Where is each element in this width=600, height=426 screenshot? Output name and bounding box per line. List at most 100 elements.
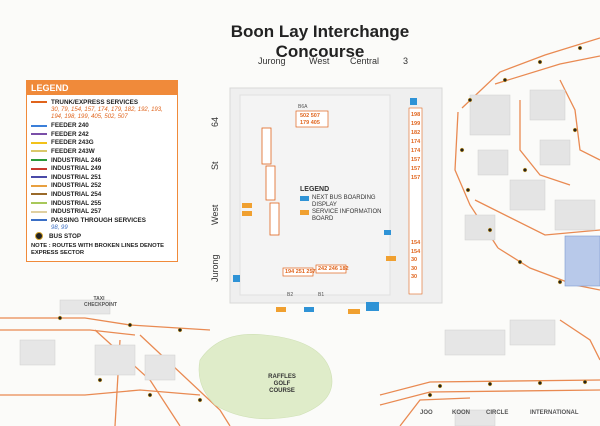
bus-stop-marker [537,380,543,386]
legend-label: FEEDER 240 [51,122,89,130]
berth-route-label: 157 [411,157,421,163]
berth-label-b6a: B6A [298,104,308,110]
legend-swatch [31,124,47,127]
road-label-international: INTERNATIONAL [530,410,579,416]
legend-item: FEEDER 242 [31,130,173,139]
street-label-left-3: St [210,161,220,170]
legend-swatch [31,202,47,205]
street-label-left-2: West [210,204,220,225]
berth-route-label: 154 [411,240,421,246]
next-bus-display [410,98,417,105]
bus-stop-marker [577,45,583,51]
bus-stop-marker [177,327,183,333]
bus-stop-marker [522,167,528,173]
legend-label: INDUSTRIAL 254 [51,190,102,198]
berth-route-label: 30 [411,274,418,280]
legend-label: INDUSTRIAL 252 [51,182,102,190]
concourse-legend-header: LEGEND [300,186,330,193]
roads-northeast [454,37,600,291]
bus-stop-marker [127,322,133,328]
berth-routes-b6a-bottom: 179 405 [300,120,320,126]
legend-item: FEEDER 243G [31,139,173,148]
legend-item: INDUSTRIAL 251 [31,173,173,182]
legend-note: NOTE : ROUTES WITH BROKEN LINES DENOTE E… [31,242,165,256]
berth-route-label: 30 [411,265,418,272]
legend-header: LEGEND [27,81,177,95]
mrt-station-block [564,235,600,287]
legend-item-bus-stop: BUS STOP [31,232,173,241]
legend-swatch [31,184,47,187]
info-board [348,309,360,314]
bus-stop-marker [197,397,203,403]
bus-stop-icon [35,232,43,241]
legend-label: BUS STOP [49,232,82,240]
bus-stop-marker [517,259,523,265]
concourse-legend-row: NEXT BUS BOARDING DISPLAY [300,195,390,208]
next-bus-display [304,307,314,312]
berth-routes-b2: 194 251 257 [285,269,316,275]
road-label-koon: KOON [452,410,470,416]
legend-label: INDUSTRIAL 255 [51,199,102,207]
bus-stop-marker [557,279,563,285]
legend-swatch [31,193,47,196]
legend-item: INDUSTRIAL 252 [31,182,173,191]
berth-route-label: 182 [411,130,421,136]
street-label-top-1: Jurong [258,56,286,66]
service-info-boards [242,203,396,314]
road-label-joo: JOO [420,410,433,416]
concourse-legend-label: SERVICE INFORMATION BOARD [312,209,382,222]
berth-box [261,127,272,165]
next-bus-display-icon [300,196,309,201]
bus-stop-marker [57,315,63,321]
berth-box-b2 [282,267,314,277]
bus-stop-marker [97,377,103,383]
street-label-top-3: Central [350,56,380,66]
concourse-legend-row: SERVICE INFORMATION BOARD [300,209,390,222]
bus-stop-marker [487,381,493,387]
berth-box-b6a [295,110,329,128]
legend-label: INDUSTRIAL 257 [51,208,102,216]
berth-route-label: 198 [411,112,421,118]
bus-stop-marker [427,392,433,398]
bus-stop-marker [437,383,443,389]
street-label-top-2: West [309,56,330,66]
berth-label-b1: B1 [318,292,325,298]
legend-item: FEEDER 240 [31,121,173,130]
legend-label: INDUSTRIAL 246 [51,156,102,164]
legend-trunk-routes: 30, 79, 154, 157, 174, 179, 182, 192, 19… [51,106,163,120]
berth-route-label: 157 [411,175,421,181]
berth-route-label: 174 [411,139,421,145]
legend-label: FEEDER 243G [51,139,94,147]
legend-item: INDUSTRIAL 254 [31,190,173,199]
legend-item-trunk: TRUNK/EXPRESS SERVICES [31,98,173,107]
next-bus-display [384,230,391,235]
legend-swatch [31,141,47,144]
legend-swatch [31,176,47,179]
service-info-board-icon [300,210,309,215]
legend-label: INDUSTRIAL 251 [51,173,102,181]
berth-route-label: 157 [411,166,421,172]
berth-box [265,165,276,201]
berth-column-right [408,107,423,295]
legend-swatch [31,159,47,162]
legend-label: TRUNK/EXPRESS SERVICES [51,98,139,106]
berth-routes-b1: 242 246 182 [318,266,349,272]
legend-label: INDUSTRIAL 249 [51,165,102,173]
page-title: Boon Lay Interchange Concourse [230,22,410,61]
road-label-circle: CIRCLE [486,410,509,416]
legend-item: INDUSTRIAL 257 [31,207,173,216]
legend-swatch [31,101,47,104]
berth-route-label: 154 [411,248,421,255]
golf-course-label: RAFFLES GOLF COURSE [268,374,296,394]
legend-passing-routes: 98, 99 [51,224,68,231]
legend-swatch [31,150,47,153]
legend-swatch [31,167,47,170]
street-label-left-1: Jurong [210,254,220,282]
northeast-buildings [464,89,596,241]
taxi-checkpoint-label: TAXI CHECKPOINT [84,296,118,308]
legend-item: INDUSTRIAL 246 [31,156,173,165]
berth-route-label: 30 [411,257,418,263]
bus-stop-marker [572,127,578,133]
berth-label-b2: B2 [287,292,294,298]
